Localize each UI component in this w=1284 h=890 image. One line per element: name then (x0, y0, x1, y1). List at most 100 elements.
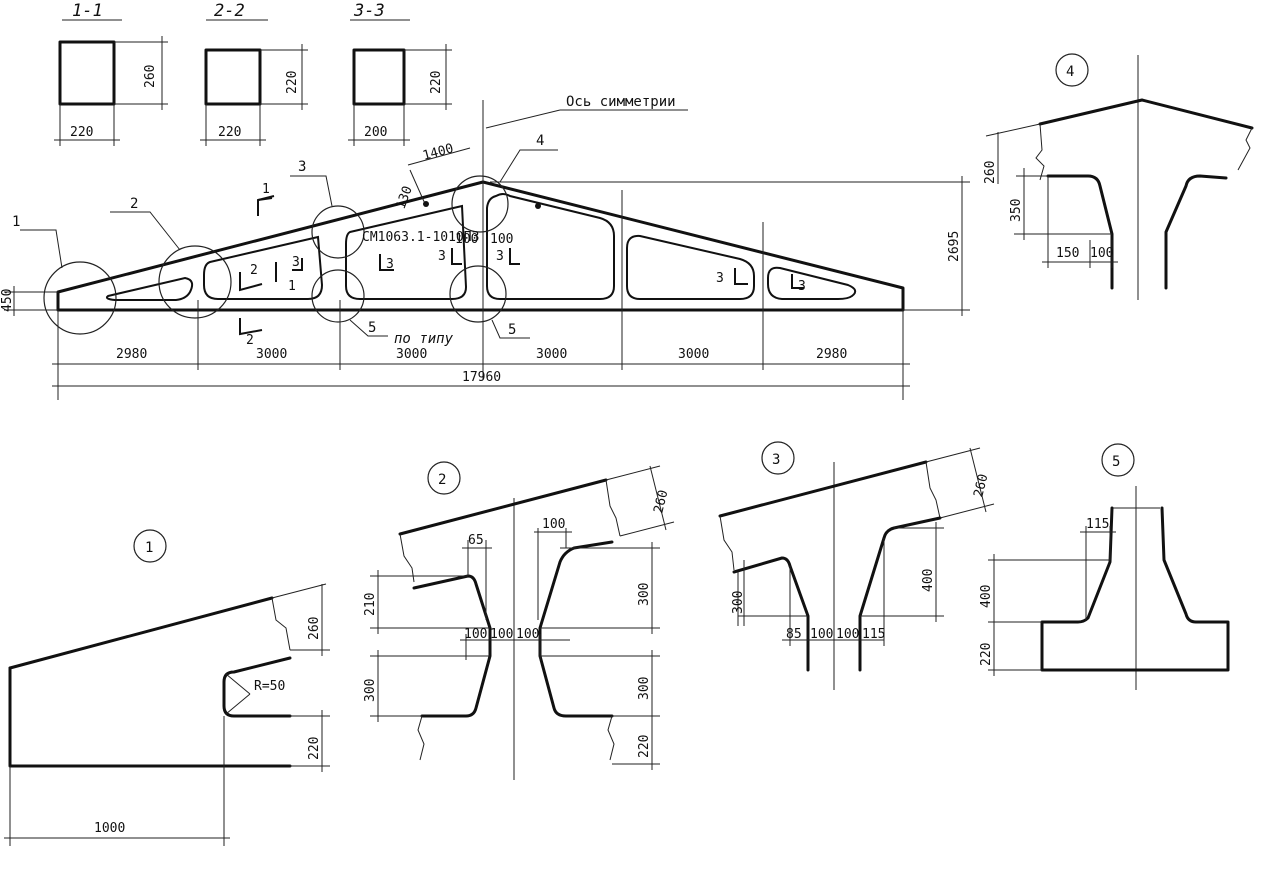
dim-300c: 300 (637, 677, 652, 700)
dim-100b: 100 (490, 627, 513, 642)
section-title: 1-1 (72, 1, 103, 21)
callout-circle-1 (43, 261, 117, 335)
section-title: 2-2 (214, 1, 245, 21)
dim-220: 220 (979, 643, 994, 666)
dim-115: 115 (862, 627, 885, 642)
callout-circle-3 (311, 205, 365, 259)
svg-text:3: 3 (438, 249, 446, 264)
dim-65: 65 (468, 533, 484, 548)
opening (486, 193, 615, 300)
opening (626, 234, 755, 300)
callout-circle-4 (451, 175, 509, 233)
svg-text:2: 2 (438, 472, 446, 488)
reference-code: СМ1063.1-1010ПЗ (362, 230, 479, 245)
dim-260: 260 (971, 473, 991, 499)
callout-num: 3 (298, 159, 306, 175)
dim-210: 210 (363, 593, 378, 616)
callout-circle-2 (158, 245, 232, 319)
dim-400: 400 (979, 585, 994, 608)
cut-marks-3-3: 3 3 3 3 3 3 (292, 248, 806, 294)
opening (105, 276, 194, 301)
dim-260: 260 (651, 489, 671, 515)
svg-text:3: 3 (772, 452, 780, 468)
dim-130: 130 (394, 184, 416, 211)
svg-text:1: 1 (145, 540, 153, 556)
dim-100top: 100 (542, 517, 565, 532)
dim-h: 260 (143, 65, 158, 88)
dim-span: 3000 (256, 347, 287, 362)
svg-text:3: 3 (798, 279, 806, 294)
callout-num: 2 (130, 196, 138, 212)
dim-300a: 300 (637, 583, 652, 606)
dim-w: 220 (70, 125, 93, 140)
dim-span: 3000 (678, 347, 709, 362)
dim-h: 220 (429, 71, 444, 94)
section-title: 3-3 (353, 1, 385, 21)
section-2-2: 2-2 220 220 (200, 1, 308, 146)
callout-circle-5a (311, 269, 365, 323)
dim-100c: 100 (516, 627, 539, 642)
dim-1400: 1400 (421, 141, 455, 164)
dim-span: 2980 (816, 347, 847, 362)
svg-text:2: 2 (246, 333, 254, 348)
dim-115: 115 (1086, 517, 1109, 532)
dim-total: 17960 (462, 370, 501, 385)
detail-3: 3 260 300 400 85 100 100 115 (718, 441, 995, 690)
axis-label: Ось симметрии (566, 94, 676, 110)
opening (203, 235, 324, 300)
cut-mark-1-1: 1 1 (257, 182, 296, 294)
dim-100b: 100 (836, 627, 859, 642)
dim-w: 220 (218, 125, 241, 140)
svg-text:3: 3 (716, 271, 724, 286)
dim-100b: 100 (490, 232, 513, 247)
dim-220: 220 (307, 737, 322, 760)
opening (767, 266, 857, 300)
section-3-3: 3-3 220 200 (348, 1, 452, 146)
dim-r: R=50 (254, 679, 285, 694)
dim-span: 3000 (396, 347, 427, 362)
dim-1000: 1000 (94, 821, 125, 836)
callout-circle-5b (449, 265, 507, 323)
dim-span: 2980 (116, 347, 147, 362)
svg-text:3: 3 (386, 257, 394, 272)
dim-300b: 300 (363, 679, 378, 702)
dim-100a: 100 (455, 232, 478, 247)
dim-span: 3000 (536, 347, 567, 362)
dim-100a: 100 (810, 627, 833, 642)
dim-2695: 2695 (947, 231, 962, 262)
dim-100: 100 (1090, 246, 1113, 261)
svg-text:1: 1 (288, 279, 296, 294)
dim-260: 260 (307, 617, 322, 640)
section-1-1: 1-1 260 220 (54, 1, 168, 146)
dim-300: 300 (731, 591, 746, 614)
po-tipu-label: по типу (394, 331, 454, 347)
opening (345, 204, 468, 300)
detail-4: 4 260 350 150 100 (983, 53, 1254, 300)
dim-h: 220 (285, 71, 300, 94)
callout-num: 5 (508, 322, 516, 338)
truss-main: Ось симметрии 1 2 3 4 5 5 по типу СМ1063… (0, 94, 970, 400)
callout-num: 5 (368, 320, 376, 336)
svg-text:5: 5 (1112, 454, 1120, 470)
dim-450: 450 (0, 289, 15, 312)
dim-350: 350 (1009, 199, 1024, 222)
detail-2: 2 260 65 100 210 300 100 100 100 (363, 461, 675, 780)
cut-mark-2-2: 2 2 (239, 263, 263, 348)
svg-text:4: 4 (1066, 64, 1074, 80)
detail-5: 5 115 400 220 (979, 443, 1230, 690)
dim-w: 200 (364, 125, 387, 140)
svg-text:1: 1 (262, 182, 270, 197)
svg-text:3: 3 (292, 255, 300, 270)
dim-150: 150 (1056, 246, 1079, 261)
callout-num: 1 (12, 214, 20, 230)
dim-100a: 100 (464, 627, 487, 642)
dim-85: 85 (786, 627, 802, 642)
callout-num: 4 (536, 133, 544, 149)
dim-400: 400 (921, 569, 936, 592)
svg-text:3: 3 (496, 249, 504, 264)
dim-260: 260 (983, 161, 998, 184)
svg-text:2: 2 (250, 263, 258, 278)
detail-1: 1 R=50 260 220 1000 (4, 529, 330, 846)
